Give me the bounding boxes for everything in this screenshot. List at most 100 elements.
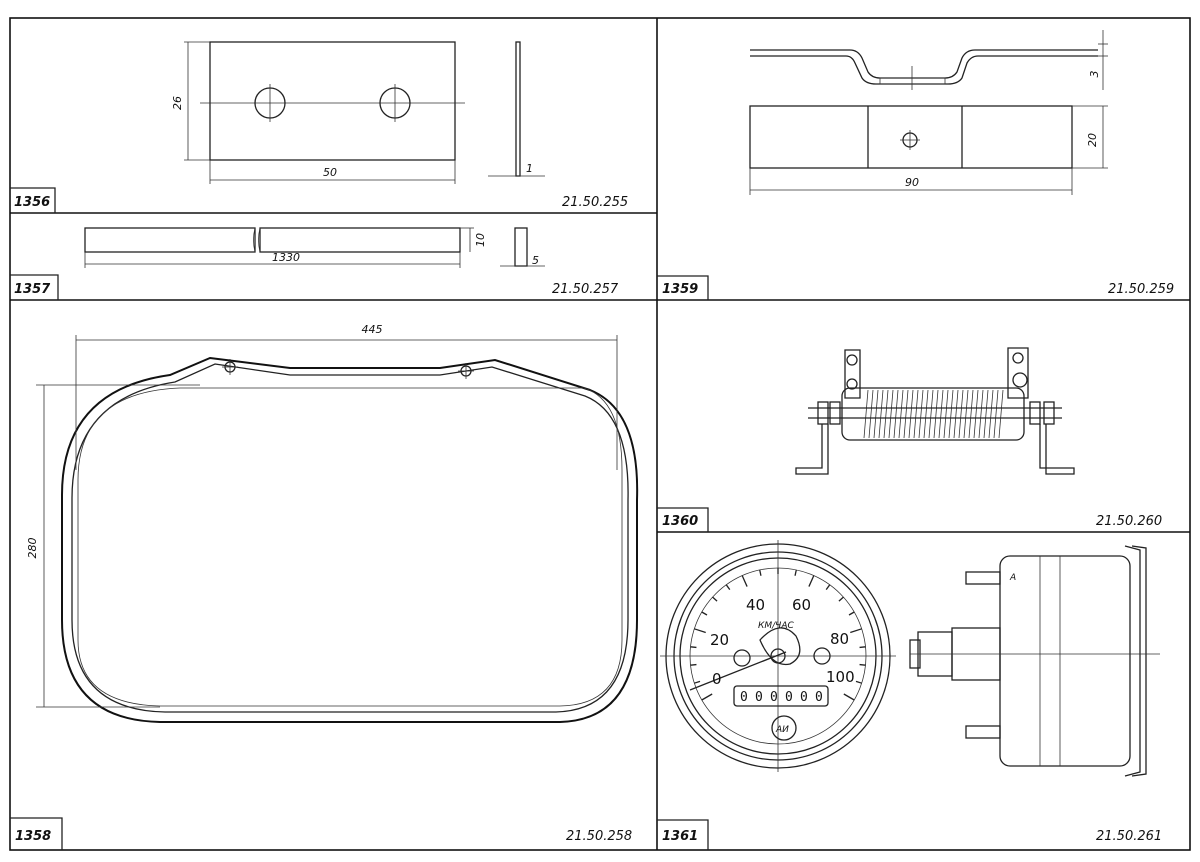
coil-winding [998,389,1004,439]
coil-winding [888,389,894,439]
odometer-digit: 0 [740,690,748,705]
dial-tick [712,596,718,602]
label-box-1359 [657,275,709,300]
part-number-1359: 1359 [662,282,698,297]
coil-winding [948,389,954,439]
dial-tick [859,663,866,666]
part-code-1356: 21.50.255 [562,195,628,210]
dial-tick [694,628,706,634]
label-box-1356 [10,187,56,213]
dial-ticks [690,568,866,701]
dim-thickness-1356: 1 [526,162,533,175]
plate-front-view [184,41,465,184]
odometer-digit: 0 [770,690,778,705]
panel-1357: 1330 10 5 1357 21.50.257 [10,227,619,300]
odometer-digit: 0 [755,690,763,705]
label-box-1360 [657,507,709,532]
coil-winding [863,389,869,439]
part-code-1361: 21.50.261 [1096,829,1162,844]
dial-tick [794,569,797,576]
resistor-drawing [795,347,1075,475]
dim-height-1356: 26 [171,96,184,110]
dial-tick [848,611,855,616]
strip-view [84,227,474,268]
sheet-frame [9,17,1191,851]
odometer-digit: 0 [800,690,808,705]
dim-width-1359: 90 [905,176,919,189]
dial-label-80: 80 [830,630,849,648]
label-box-1357 [10,274,59,300]
dial-tick [701,611,708,616]
side-mark: А [1009,573,1016,583]
coil-winding [938,389,944,439]
dial-tick [759,569,762,576]
dial-label-20: 20 [710,631,729,649]
coil-winding [873,389,879,439]
coil-winding [943,389,949,439]
panel-1360: 1360 21.50.260 [657,347,1162,532]
speedometer-front-view [660,540,896,772]
coil-winding [958,389,964,439]
dim-thickness-1357: 5 [532,254,539,267]
coil-winding [868,389,874,439]
dial-unit: КМ/ЧАС [758,621,795,631]
resistor-coil [863,389,1004,439]
part-code-1358: 21.50.258 [566,829,632,844]
speedometer-side-view [909,545,1160,777]
bracket-top-view [749,105,1108,195]
dial-label-0: 0 [712,670,722,688]
part-code-1357: 21.50.257 [552,282,619,297]
panel-1358: 445 280 1358 21.50.258 [10,323,639,850]
coil-winding [973,389,979,439]
dial-tick [690,663,697,666]
dim-width-1356: 50 [323,166,337,179]
dial-tick [850,628,862,634]
dial-tick [843,693,855,701]
part-number-1361: 1361 [662,829,698,844]
panel-1356: 26 50 1 1356 21.50.255 [10,41,628,213]
coil-winding [898,389,904,439]
panel-1361: 0 20 40 60 80 100 КМ/ЧАС 0 0 0 0 0 0 АИ [657,540,1162,850]
plate-side-view [488,41,545,177]
coil-winding [893,389,899,439]
coil-winding [953,389,959,439]
maker-badge: АИ [775,725,789,735]
coil-winding [978,389,984,439]
part-number-1358: 1358 [15,829,51,844]
dim-width-1358: 445 [362,323,383,336]
coil-winding [993,389,999,439]
coil-winding [908,389,914,439]
dial-label-100: 100 [826,668,855,686]
coil-winding [933,389,939,439]
odometer-digit: 0 [815,690,823,705]
dial-tick [690,646,697,649]
label-box-1358 [10,817,63,850]
coil-winding [923,389,929,439]
dial-tick [808,575,815,587]
dial-label-40: 40 [746,596,765,614]
label-box-1361 [657,819,709,850]
part-number-1360: 1360 [662,514,698,529]
dial-tick [741,575,748,587]
dim-height-1359: 20 [1086,133,1099,147]
coil-winding [878,389,884,439]
coil-winding [988,389,994,439]
dial-tick [701,693,713,701]
coil-winding [983,389,989,439]
dial-tick [725,584,731,591]
dim-length-1357: 1330 [272,251,300,264]
coil-winding [963,389,969,439]
coil-winding [903,389,909,439]
strip-section [500,227,545,267]
dim-height-1358: 280 [26,538,39,559]
dial-tick [825,584,831,591]
dial-label-60: 60 [792,596,811,614]
dial-tick [855,680,862,684]
dim-height-1357: 10 [474,233,487,247]
part-number-1356: 1356 [14,195,50,210]
coil-winding [928,389,934,439]
bracket-side-view [750,30,1108,90]
part-number-1357: 1357 [14,282,51,297]
dial-tick [859,646,866,649]
